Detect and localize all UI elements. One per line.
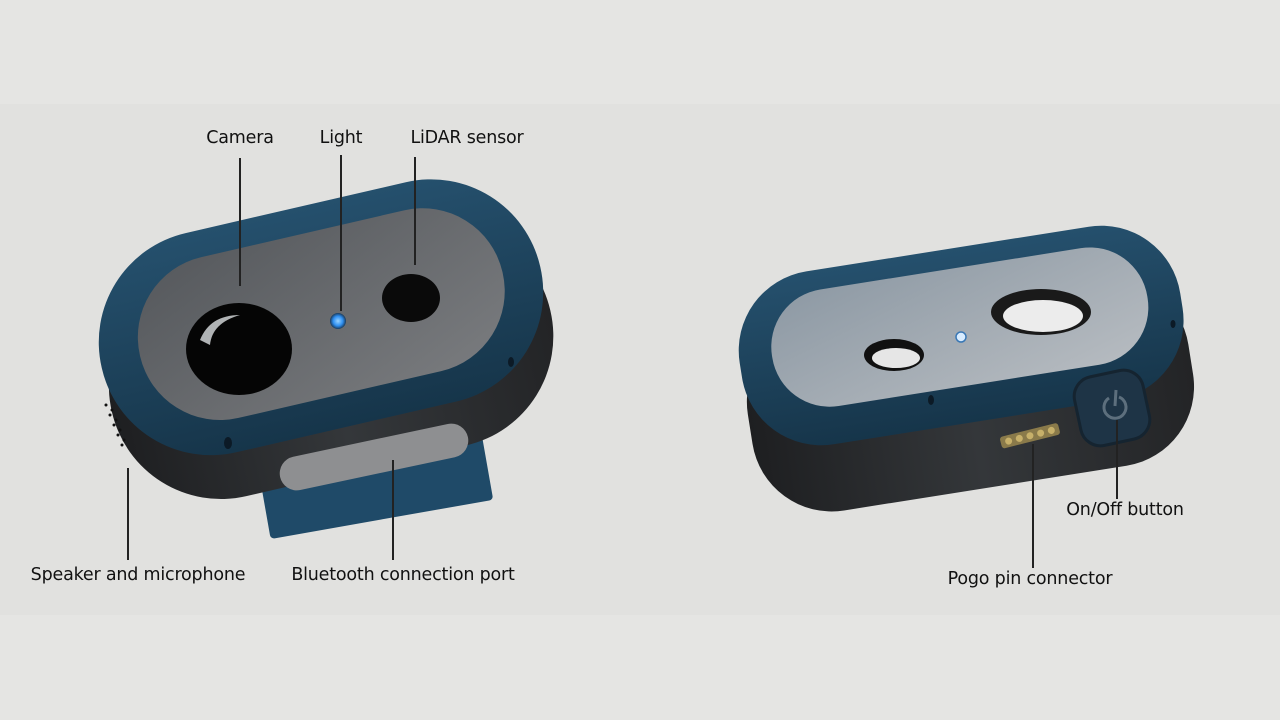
device-front-view: [98, 179, 554, 539]
bluetooth-port: [279, 423, 469, 491]
light-leader-line: [340, 155, 342, 311]
bluetooth-leader-line: [392, 460, 394, 560]
lidar-label: LiDAR sensor: [410, 128, 524, 148]
light-label: Light: [319, 128, 363, 148]
sensor-plate: [771, 247, 1149, 407]
speaker-leader-line: [127, 468, 129, 560]
power-icon: [1102, 389, 1128, 420]
bluetooth-label: Bluetooth connection port: [291, 565, 515, 585]
pogo-label: Pogo pin connector: [947, 569, 1113, 589]
onoff-label: On/Off button: [1066, 500, 1184, 520]
light-led-icon: [330, 313, 346, 329]
camera-leader-line: [239, 158, 241, 286]
onoff-leader-line: [1116, 420, 1118, 499]
background-top-band: [0, 0, 1280, 104]
camera-label: Camera: [206, 128, 274, 148]
speaker-label: Speaker and microphone: [30, 565, 246, 585]
lidar-leader-line: [414, 157, 416, 265]
speaker-grille-icon: [104, 403, 126, 447]
onoff-button: [1072, 368, 1152, 448]
camera-lens-icon: [186, 303, 292, 395]
pogo-leader-line: [1032, 444, 1034, 568]
light-led-icon: [955, 331, 967, 343]
pogo-pin-connector: [1000, 423, 1060, 449]
background-bottom-band: [0, 615, 1280, 720]
device-back-view: [738, 225, 1195, 512]
lidar-sensor-icon: [382, 274, 440, 322]
